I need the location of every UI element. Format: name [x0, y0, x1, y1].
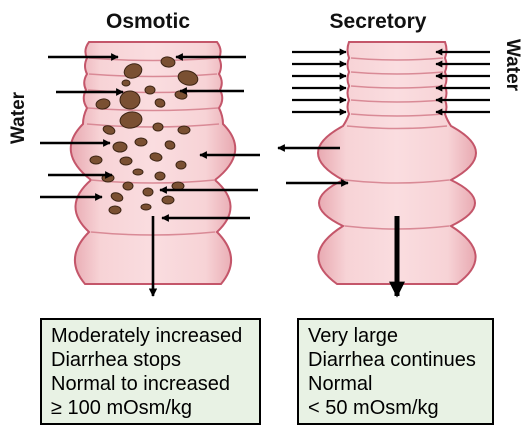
intestine-fold [344, 179, 450, 184]
osmotic-particle [164, 140, 176, 150]
osmotic-line-4: ≥ 100 mOsm/kg [51, 397, 193, 419]
osmotic-particle [110, 192, 124, 202]
osmotic-particle [144, 85, 156, 95]
osmotic-particle [132, 168, 144, 176]
intestine-fold [350, 57, 444, 61]
osmotic-particle [175, 160, 187, 170]
secretory-line-3: Normal [308, 373, 373, 395]
osmotic-particle [140, 203, 152, 211]
intestine-fold [346, 125, 448, 130]
osmotic-info-box: Moderately increased Diarrhea stops Norm… [40, 318, 261, 425]
secretory-water-arrows [277, 48, 490, 298]
secretory-title: Secretory [330, 10, 427, 33]
osmotic-particle [152, 122, 164, 132]
osmotic-particle [134, 137, 148, 147]
intestine-fold [350, 85, 444, 89]
osmotic-line-2: Diarrhea stops [51, 349, 182, 371]
intestine-fold [350, 113, 444, 117]
osmotic-particle [89, 155, 103, 165]
osmotic-particle [177, 125, 191, 135]
secretory-line-2: Diarrhea continues [308, 349, 476, 371]
osmotic-particle [95, 98, 111, 110]
osmotic-particle [154, 98, 166, 108]
intestine-fold [350, 71, 444, 75]
osmotic-particle [154, 171, 166, 181]
osmotic-particle [119, 156, 133, 166]
osmotic-particle [142, 187, 154, 197]
osmotic-particle [108, 205, 122, 215]
osmotic-particle [121, 79, 131, 87]
intestine-fold [350, 99, 444, 103]
osmotic-title: Osmotic [106, 10, 190, 33]
water-label-left: Water [8, 91, 29, 144]
osmotic-particle [119, 111, 143, 129]
secretory-info-box: Very large Diarrhea continues Normal < 5… [297, 318, 494, 425]
osmotic-particle [123, 63, 143, 79]
water-label-right: Water [502, 39, 523, 92]
osmotic-particle [112, 141, 128, 153]
osmotic-particle [102, 125, 116, 135]
osmotic-water-arrows [40, 53, 260, 297]
osmotic-particle [177, 70, 199, 86]
osmotic-particle [160, 56, 176, 68]
intestine-fold [88, 57, 218, 62]
osmotic-line-3: Normal to increased [51, 373, 230, 395]
osmotic-particle [161, 195, 175, 205]
secretory-line-4: < 50 mOsm/kg [308, 397, 439, 419]
secretory-line-1: Very large [308, 325, 399, 347]
osmotic-particle [149, 152, 163, 162]
osmotic-particle [122, 181, 134, 191]
osmotic-line-1: Moderately increased [51, 325, 243, 347]
osmotic-particle [119, 90, 141, 110]
intestine-fold [88, 73, 218, 78]
